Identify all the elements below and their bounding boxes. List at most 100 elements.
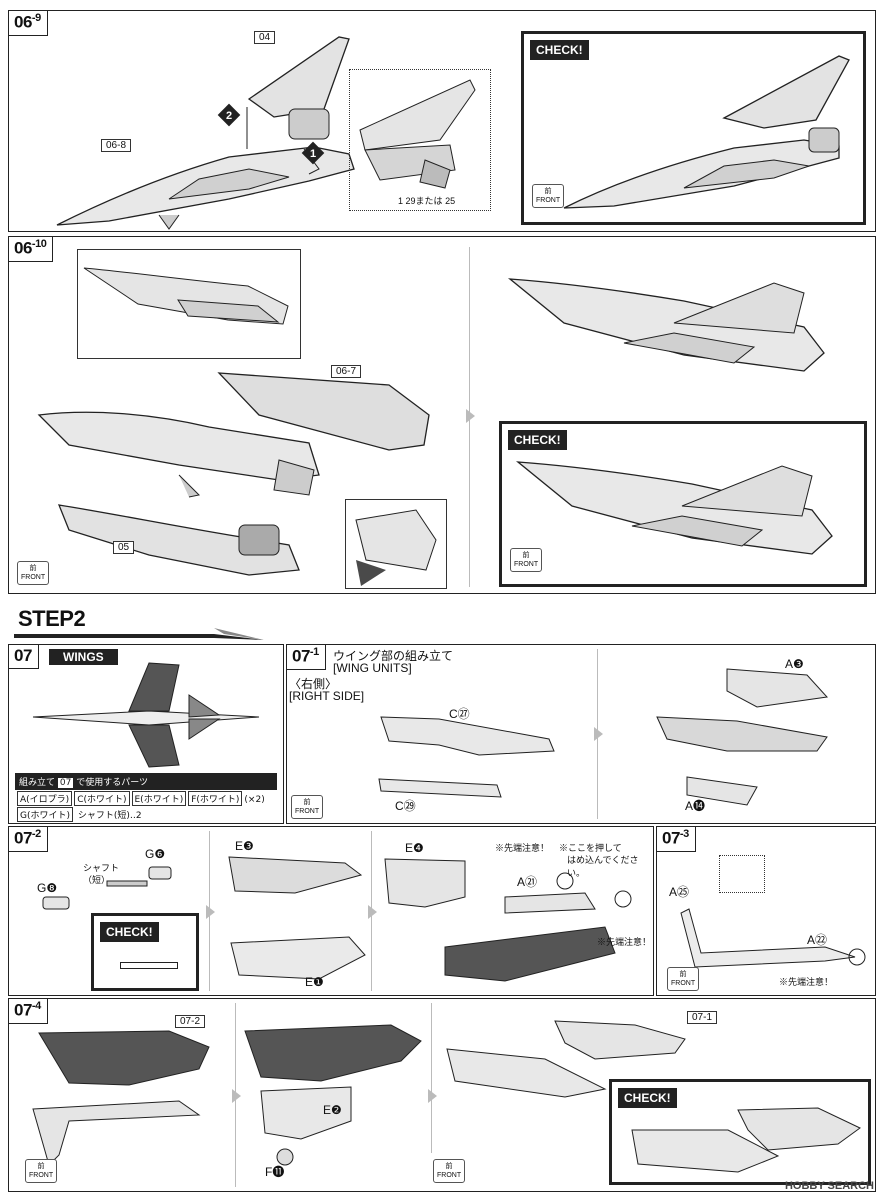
part-a3: A❸ <box>785 657 804 671</box>
part-e3: E❸ <box>235 839 254 853</box>
part-a14: A⓮ <box>685 799 706 813</box>
ref-04: 04 <box>254 31 276 44</box>
jet-rotated-illustration <box>507 278 825 372</box>
part-a22-illustration <box>680 908 866 968</box>
side-jp: 〈右側〉 <box>289 677 338 691</box>
ref-07-1: 07-1 <box>687 1011 718 1024</box>
part-a25: A㉕ <box>669 885 690 899</box>
inset-detail-illustration <box>355 509 437 586</box>
part-a21: A㉑ <box>517 875 538 889</box>
wing-part-c29 <box>378 778 502 798</box>
check-jet-illustration <box>515 461 833 555</box>
step-tag: 07-2 <box>9 827 48 852</box>
parts-list: A(イロプラ)C(ホワイト)E(ホワイト)F(ホワイト)(×2) <box>17 791 265 806</box>
next-arrow <box>466 409 475 423</box>
part-e4: E❹ <box>405 841 424 855</box>
wings-overview-illustration <box>32 662 260 768</box>
part-e1: E❶ <box>305 975 324 989</box>
panel-07-wings: 07 WINGS 組み立て 07 で使用するパーツ A(イロプラ)C(ホワイト)… <box>8 644 284 824</box>
parts-list-2: G(ホワイト) シャフト(短)‥2 <box>17 807 142 822</box>
ref-06-7: 06-7 <box>331 365 362 378</box>
shaft-check <box>120 962 178 969</box>
next-arrow <box>428 1089 437 1103</box>
next-arrow <box>368 905 377 919</box>
part-e: E(ホワイト) <box>131 791 187 806</box>
note-tip-1: ※先端注意！ <box>495 843 550 853</box>
check-label: CHECK! <box>618 1088 677 1108</box>
next-arrow <box>206 905 215 919</box>
step-tag: 07-3 <box>657 827 696 852</box>
title-jp: ウイング部の組み立て <box>333 649 454 663</box>
detail-inset-bottom <box>345 499 447 589</box>
detail-inset: 1 29または 25 <box>349 69 491 211</box>
note-tip-2: ※先端注意！ <box>597 937 652 947</box>
panel-07-1: 07-1 ウイング部の組み立て [WING UNITS] 〈右側〉 [RIGHT… <box>286 644 876 824</box>
check-jet-illustration <box>563 55 850 209</box>
check-label: CHECK! <box>100 922 159 942</box>
check-box-07-2: CHECK! <box>91 913 199 991</box>
part-c29: C㉙ <box>395 799 416 813</box>
shaft-sub: （短） <box>83 875 111 885</box>
step-tag: 07-4 <box>9 999 48 1024</box>
part-c: C(ホワイト) <box>74 791 130 806</box>
note-press: ※ここを押して <box>559 843 622 853</box>
ref-07-2: 07-2 <box>175 1015 206 1028</box>
ref-06-8: 06-8 <box>101 139 132 152</box>
step-tag: 06-9 <box>9 11 48 36</box>
detail-inset-top <box>77 249 301 359</box>
part-e2: E❷ <box>323 1103 342 1117</box>
note-tip: ※先端注意！ <box>779 977 834 987</box>
wing-e2-illustration <box>244 1024 422 1166</box>
note-press-2: はめ込んでください。 <box>567 855 639 878</box>
side-en: [RIGHT SIDE] <box>289 689 365 703</box>
step-tag: 07 <box>9 645 39 669</box>
title-en: [WING UNITS] <box>333 661 412 675</box>
check-label: CHECK! <box>508 430 567 450</box>
part-a22: A㉒ <box>807 933 828 947</box>
part-f11: F⓫ <box>265 1165 285 1179</box>
fuselage-assembly-illustration <box>37 372 430 576</box>
detail-illustration <box>359 79 476 189</box>
svg-text:2: 2 <box>226 110 232 122</box>
wing-assembly-illustration <box>656 668 829 806</box>
part-g8: G❽ <box>37 881 58 895</box>
next-arrow <box>594 727 603 741</box>
wing-part-c27 <box>380 716 555 756</box>
wings-tag: WINGS <box>49 649 118 665</box>
shaft-label: シャフト <box>83 863 120 873</box>
part-g: G(ホワイト) <box>17 807 73 822</box>
part-c27: C㉗ <box>449 707 470 721</box>
panel-07-2: 07-2 シャフト （短） G❻ G❽ CHECK! E❸ E❶ E❹ ※先端注… <box>8 826 654 996</box>
parts-mult: (×2) <box>244 795 265 805</box>
watermark: HOBBY SEARCH <box>784 1180 874 1192</box>
check-box-07-4: CHECK! <box>609 1079 871 1185</box>
step-tag: 07-1 <box>287 645 326 670</box>
shaft-parts-illustration <box>42 866 172 910</box>
svg-text:1: 1 <box>310 148 316 160</box>
shaft-count: シャフト(短)‥2 <box>77 811 142 821</box>
ref-05: 05 <box>113 541 135 554</box>
wing-stack-illustration <box>32 1030 210 1166</box>
jet-fuselage-illustration <box>56 36 355 230</box>
inset-jet-illustration <box>83 267 289 325</box>
part-g6: G❻ <box>145 847 166 861</box>
wing-e4-illustration <box>384 858 632 982</box>
step-tag: 06-10 <box>9 237 54 262</box>
arrow-step-2: 2 <box>217 103 241 127</box>
panel-divider <box>431 1003 432 1153</box>
wing-join-illustration <box>446 1020 686 1098</box>
part-f: F(ホワイト) <box>188 791 243 806</box>
detail-inset <box>719 855 765 893</box>
